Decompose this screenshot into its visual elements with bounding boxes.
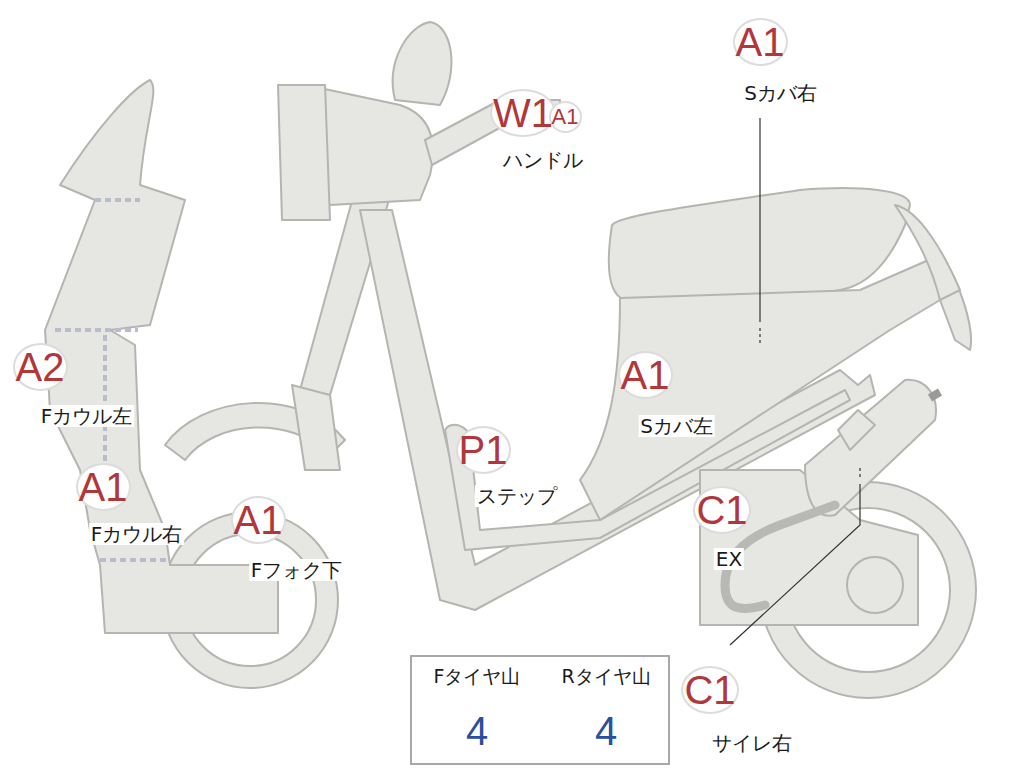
part-name: ステップ bbox=[475, 485, 559, 507]
callout-code: A1 bbox=[234, 500, 283, 540]
table-header: Rタイヤ山 bbox=[542, 657, 670, 697]
part-name: EX bbox=[714, 548, 744, 570]
part-name: Fカウル右 bbox=[89, 523, 185, 545]
part-name: Fフォク下 bbox=[249, 559, 345, 581]
part-name: ハンドル bbox=[501, 149, 585, 171]
table-header: Fタイヤ山 bbox=[412, 657, 542, 697]
callout-code: C1 bbox=[696, 490, 747, 530]
callout-circle: A1Sカバ右 bbox=[733, 18, 788, 66]
tread-table: Fタイヤ山Rタイヤ山44 bbox=[410, 655, 670, 765]
callout-circle: W1ハンドル bbox=[490, 89, 556, 137]
callout-circle: C1EX bbox=[693, 486, 751, 534]
callout-code: W1 bbox=[493, 93, 553, 133]
callout-code: C1 bbox=[684, 670, 735, 710]
table-value: 4 bbox=[412, 697, 542, 765]
callout-code: A1 bbox=[552, 106, 579, 128]
callout-circle: A1Fカウル右 bbox=[76, 463, 131, 511]
part-name: サイレ右 bbox=[710, 732, 794, 754]
callout-code: P1 bbox=[459, 430, 508, 470]
callout-circle: A1 bbox=[549, 101, 582, 133]
part-name: Sカバ右 bbox=[742, 82, 819, 104]
callout-circle: A1Fフォク下 bbox=[231, 496, 286, 544]
callout-code: A2 bbox=[16, 347, 65, 387]
callout-circle: A1Sカバ左 bbox=[618, 351, 673, 399]
callout-code: A1 bbox=[621, 355, 670, 395]
callout-code: A1 bbox=[736, 22, 785, 62]
callout-circle: A2Fカウル左 bbox=[13, 343, 68, 391]
callout-code: A1 bbox=[79, 467, 128, 507]
table-value: 4 bbox=[542, 697, 670, 765]
callout-circle: P1ステップ bbox=[456, 426, 511, 474]
part-name: Fカウル左 bbox=[39, 405, 135, 427]
part-name: Sカバ左 bbox=[638, 415, 715, 437]
callout-circle: C1サイレ右 bbox=[681, 666, 739, 714]
